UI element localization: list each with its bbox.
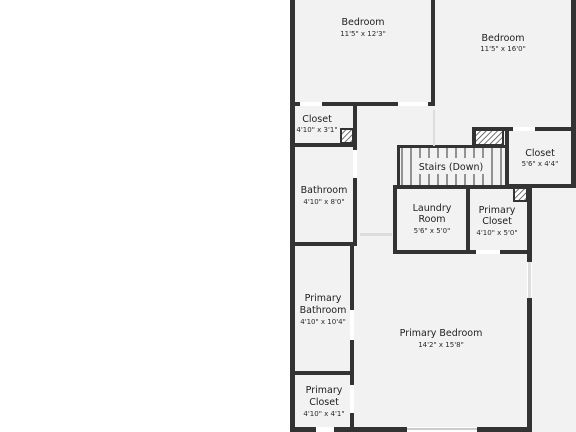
room-name-line-2: Closet: [482, 216, 512, 227]
room-name-line-2: Closet: [309, 397, 339, 408]
room-name-line-1: Primary: [479, 205, 516, 216]
room-name-line-2: Bathroom: [300, 305, 347, 316]
room-name: Closet: [302, 114, 332, 125]
room-name: Bathroom: [301, 185, 348, 196]
room-name-line-1: Primary: [306, 385, 343, 396]
room-name-line-1: Primary: [305, 293, 342, 304]
room-primary-bathroom: Primary Bathroom 4'10" x 10'4": [300, 293, 347, 326]
room-dimensions: 11'5" x 16'0": [480, 45, 526, 53]
room-dimensions: 5'6" x 5'0": [414, 227, 451, 235]
room-bedroom-2: Bedroom 11'5" x 16'0": [480, 33, 526, 53]
room-dimensions: 11'5" x 12'3": [340, 30, 386, 38]
room-closet-2: Closet 5'6" x 4'4": [522, 148, 559, 168]
room-stairs: Stairs (Down): [417, 158, 485, 174]
openings: [300, 102, 535, 432]
room-dimensions: 5'6" x 4'4": [522, 160, 559, 168]
room-name-line-1: Laundry: [413, 203, 452, 214]
room-name: Primary Bedroom: [400, 328, 483, 339]
room-laundry: Laundry Room 5'6" x 5'0": [413, 203, 452, 235]
room-bathroom: Bathroom 4'10" x 8'0": [301, 185, 348, 206]
room-primary-closet-2: Primary Closet 4'10" x 4'1": [303, 385, 344, 418]
room-dimensions: 4'10" x 5'0": [476, 229, 517, 237]
room-primary-bedroom: Primary Bedroom 14'2" x 15'8": [400, 328, 483, 349]
room-primary-closet-1: Primary Closet 4'10" x 5'0": [476, 205, 517, 237]
room-name: Bedroom: [342, 17, 385, 28]
room-name: Bedroom: [482, 33, 525, 44]
room-dimensions: 4'10" x 10'4": [300, 318, 346, 326]
hatched-shafts: [340, 128, 528, 202]
room-name-line-2: Room: [418, 214, 445, 225]
room-name: Stairs (Down): [419, 162, 483, 173]
room-dimensions: 4'10" x 8'0": [303, 198, 344, 206]
room-dimensions: 4'10" x 3'1": [296, 126, 337, 134]
room-dimensions: 4'10" x 4'1": [303, 410, 344, 418]
stairs-label-bg: [417, 158, 485, 174]
room-dimensions: 14'2" x 15'8": [418, 341, 464, 349]
room-closet-1: Closet 4'10" x 3'1": [296, 114, 337, 134]
room-name: Closet: [525, 148, 555, 159]
room-bedroom-1: Bedroom 11'5" x 12'3": [340, 17, 386, 38]
